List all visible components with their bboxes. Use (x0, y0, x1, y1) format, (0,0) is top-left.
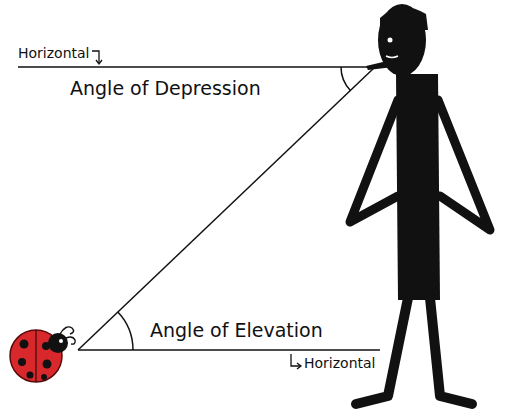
line-of-sight (78, 67, 375, 350)
horizontal-label: Horizontal (304, 355, 375, 371)
angle-label: Angle of Depression (70, 78, 261, 100)
horizontal-line (78, 349, 380, 351)
horizontal-label: Horizontal (18, 45, 89, 61)
angle-label: Angle of Elevation (150, 320, 323, 342)
stick-figure (350, 4, 490, 404)
angle-arc (118, 312, 133, 350)
pointer-arrow (297, 363, 301, 369)
angle-arc (341, 67, 350, 90)
ladybug (10, 327, 75, 382)
horizontal-line (18, 66, 376, 68)
pointer-arrow (96, 60, 102, 64)
pointer-arrow (92, 51, 99, 63)
